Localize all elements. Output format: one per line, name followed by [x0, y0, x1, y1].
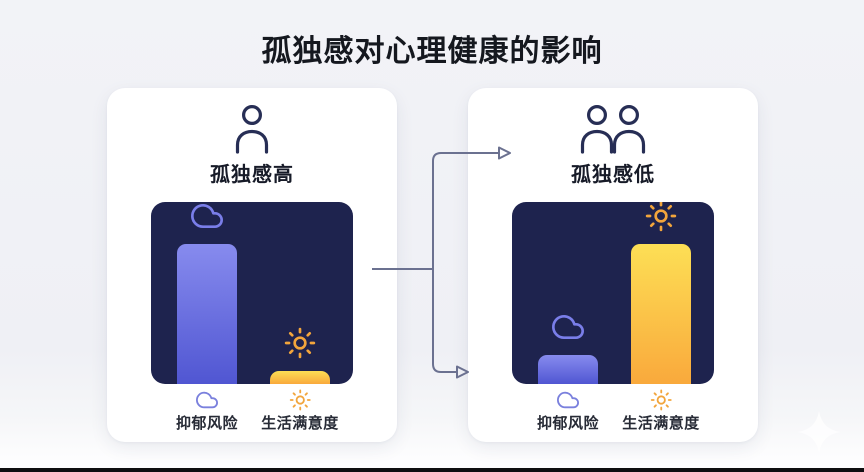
single-person-icon: [107, 103, 397, 155]
satisfaction-column: [270, 202, 330, 384]
sparkle-watermark: [798, 411, 840, 458]
page-title: 孤独感对心理健康的影响: [261, 35, 603, 68]
bar-chart-low-loneliness: [512, 202, 714, 384]
sun-icon: [289, 389, 311, 411]
life-satisfaction-bar: [631, 243, 691, 384]
legend-satisfaction: 生活满意度: [261, 389, 339, 433]
legend-label: 抑郁风险: [536, 415, 600, 432]
bottom-edge-bar: [0, 468, 864, 472]
legend-depression: 抑郁风险: [176, 390, 238, 433]
life-satisfaction-bar: [270, 371, 330, 384]
arrowhead-bottom-icon: [456, 365, 469, 379]
depression-risk-bar: [538, 354, 598, 384]
cloud-icon: [547, 311, 589, 348]
cloud-icon: [186, 202, 228, 237]
cloud-icon: [555, 390, 581, 410]
depression-column: [538, 202, 598, 384]
legend-label: 生活满意度: [261, 415, 339, 432]
card-low-loneliness: 孤独感低 抑: [468, 88, 758, 442]
sun-icon: [650, 389, 672, 411]
depression-column: [177, 202, 237, 384]
legend-label: 抑郁风险: [175, 415, 239, 432]
cloud-icon: [194, 390, 220, 410]
legend-label: 生活满意度: [622, 415, 700, 432]
card-heading: 孤独感高: [210, 164, 294, 186]
legend-depression: 抑郁风险: [537, 390, 599, 433]
card-high-loneliness: 孤独感高 抑: [107, 88, 397, 442]
legend-satisfaction: 生活满意度: [622, 389, 700, 433]
sun-icon: [284, 327, 316, 364]
depression-risk-bar: [177, 243, 237, 384]
two-people-icon: [468, 103, 758, 155]
sun-icon: [645, 202, 677, 237]
legend: 抑郁风险 生活满意度: [468, 389, 758, 450]
satisfaction-column: [631, 202, 691, 384]
legend: 抑郁风险 生活满意度: [107, 389, 397, 450]
connector-branch-down: [432, 269, 457, 373]
bar-chart-high-loneliness: [151, 202, 353, 384]
card-heading: 孤独感低: [571, 164, 655, 186]
